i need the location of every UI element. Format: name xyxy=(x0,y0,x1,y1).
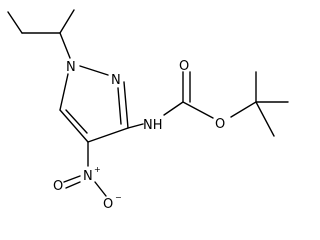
atom-n2: N xyxy=(111,73,121,88)
bond-c4-c5-double xyxy=(65,109,88,134)
charge-n-nitro: + xyxy=(94,165,101,174)
bond-c3-nh xyxy=(127,123,144,129)
bond-ctert-methyl-down xyxy=(255,101,275,137)
bond-ch-methyl xyxy=(59,9,75,34)
bond-n2-c3-double xyxy=(117,87,122,125)
atom-n1: N xyxy=(66,60,76,75)
bond-n2-c3 xyxy=(123,81,129,129)
bond-c4-c5 xyxy=(59,109,89,143)
bond-carbonyl-ester-o xyxy=(182,101,214,119)
bond-c5-n1 xyxy=(59,73,69,111)
bond-nitro-o-left xyxy=(65,181,81,189)
bond-ester-o-ctert xyxy=(230,101,257,118)
atom-o-ester: O xyxy=(215,117,225,132)
atom-o-nitro-left: O xyxy=(53,179,63,194)
charge-o-nitro-down: − xyxy=(115,193,122,202)
bond-ethyl-terminal xyxy=(7,11,23,34)
atom-o-carbonyl: O xyxy=(179,59,189,74)
bond-nitro-o-down xyxy=(94,181,107,197)
bond-ch-n1 xyxy=(59,32,71,59)
bond-nh-carbonyl xyxy=(163,101,184,116)
molecule-diagram: N N NH O O N + O O − xyxy=(7,9,289,212)
bond-nitro-o-left-double xyxy=(63,175,81,183)
bond-n1-n2 xyxy=(79,65,109,76)
atom-nh: NH xyxy=(143,118,163,133)
atom-n-nitro: N xyxy=(83,169,93,184)
atom-labels: N N NH O O N + O O − xyxy=(53,59,225,212)
bond-c3-c4 xyxy=(87,127,129,143)
bonds xyxy=(7,9,289,197)
atom-o-nitro-down: O xyxy=(103,197,113,212)
